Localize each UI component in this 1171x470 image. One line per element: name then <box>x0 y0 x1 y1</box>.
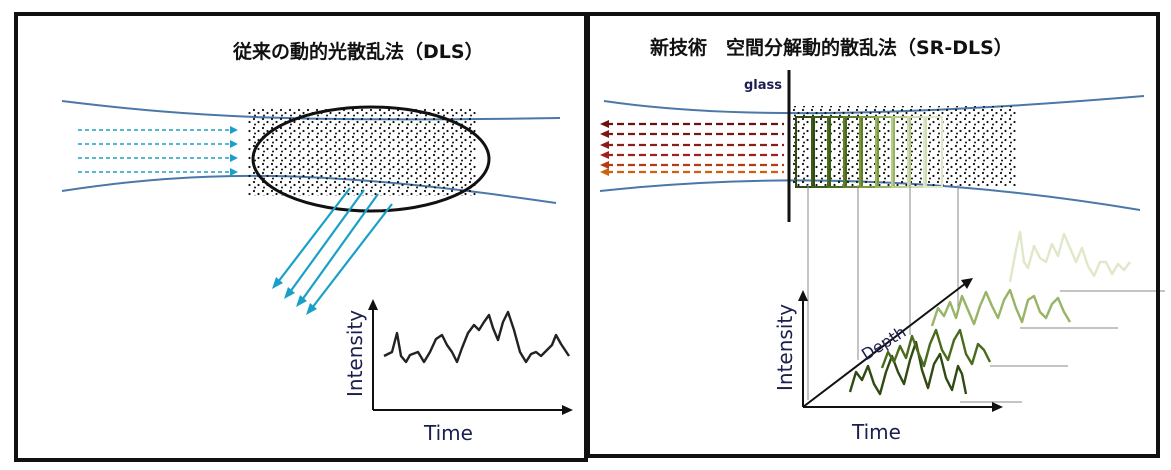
left-x-axis-arrowhead <box>562 405 573 415</box>
scattering-volume-ellipse <box>251 105 491 213</box>
sr-dls-panel <box>586 12 1160 458</box>
right-y-axis-arrowhead <box>798 290 808 301</box>
right-y-axis-label: Intensity <box>773 303 797 391</box>
left-y-axis-label: Intensity <box>343 309 367 397</box>
conventional-dls-title: 従来の動的光散乱法（DLS） <box>233 41 484 63</box>
projection-lines <box>807 185 1165 403</box>
left-y-axis-arrowhead <box>368 299 378 310</box>
right-intensity-axes <box>802 282 996 408</box>
depth-trace-2 <box>880 328 992 369</box>
depth-slice-boxes <box>795 116 943 188</box>
conventional-dls-panel <box>14 12 588 462</box>
right-x-axis-arrowhead <box>992 402 1003 412</box>
glass-label: glass <box>744 78 783 93</box>
right-x-axis-label: Time <box>852 420 901 444</box>
left-x-axis-label: Time <box>424 421 473 445</box>
reflected-arrows <box>606 122 784 174</box>
left-intensity-trace <box>383 310 570 364</box>
particle-region-left <box>248 108 476 196</box>
sr-dls-title: 新技術 空間分解動的散乱法（SR-DLS） <box>650 37 1013 59</box>
depth-axis-arrowhead <box>961 278 973 289</box>
scattered-light-arrows <box>277 187 393 309</box>
left-intensity-axes <box>372 305 566 411</box>
depth-trace-1 <box>848 340 968 396</box>
depth-trace-3 <box>930 288 1072 327</box>
incident-arrows-left <box>78 129 232 173</box>
depth-trace-4 <box>1008 230 1131 283</box>
